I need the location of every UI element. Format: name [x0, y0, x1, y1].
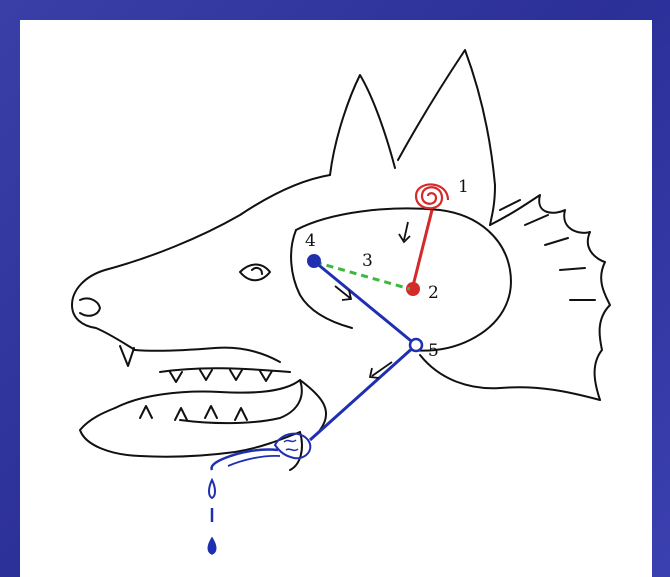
salivary-duct-inner [228, 456, 280, 466]
front-ear [398, 50, 495, 225]
motor-nerve-lower [310, 345, 416, 440]
fur-strokes [500, 200, 595, 300]
label-1: 1 [458, 177, 469, 197]
sensory-nerve [412, 210, 432, 290]
mouth-corner [300, 380, 326, 430]
upper-teeth [160, 368, 290, 372]
label-2: 2 [428, 283, 439, 303]
eye [240, 265, 270, 281]
chin-line [290, 432, 302, 470]
nose [80, 298, 100, 315]
center-5-node [410, 339, 422, 351]
lower-teeth [140, 406, 247, 420]
gland-texture [284, 440, 298, 450]
motor-nerve-upper [315, 262, 416, 345]
head-contour [296, 208, 511, 350]
arrow-down-icon [399, 222, 410, 242]
back-ear [330, 75, 395, 175]
spiral-receptor-icon [416, 184, 448, 208]
upper-teeth-detail [170, 370, 272, 382]
label-4: 4 [305, 231, 316, 251]
throat [420, 355, 600, 400]
saliva-drop [209, 480, 215, 498]
tongue [115, 380, 302, 423]
label-5: 5 [428, 341, 439, 361]
salivary-gland [275, 434, 310, 459]
cheek [291, 230, 352, 328]
label-3: 3 [362, 251, 373, 271]
dog-head-outline [72, 50, 610, 470]
center-4-node [307, 254, 321, 268]
upper-lip [135, 348, 280, 362]
sensory-path [399, 184, 448, 296]
eye-pupil [252, 268, 262, 274]
saliva-drop-filled [208, 538, 216, 554]
salivation-path [208, 254, 422, 554]
